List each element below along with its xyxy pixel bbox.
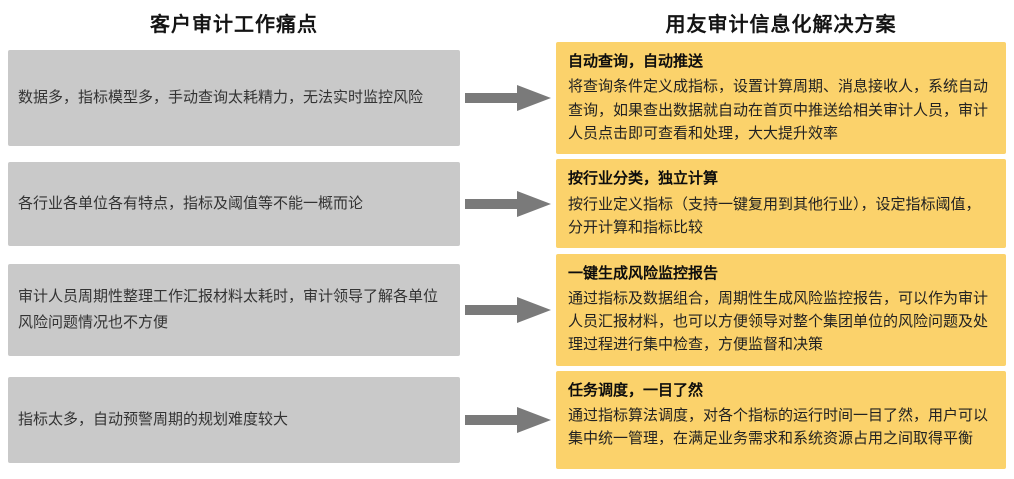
pain-point-text: 数据多，指标模型多，手动查询太耗精力，无法实时监控风险 (18, 88, 424, 107)
arrow-cell (460, 405, 556, 435)
solution-body: 通过指标算法调度，对各个指标的运行时间一目了然，用户可以集中统一管理，在满足业务… (568, 406, 989, 448)
solution-body: 将查询条件定义成指标，设置计算周期、消息接收人，系统自动查询，如果查出数据就自动… (568, 77, 989, 142)
solution-title: 按行业分类，独立计算 (568, 169, 719, 188)
right-arrow-icon (465, 296, 551, 323)
pain-point-text: 各行业各单位各有特点，指标及阈值等不能一概而论 (18, 194, 364, 213)
solution-box: 按行业分类，独立计算 按行业定义指标（支持一键复用到其他行业），设定指标阈值，分… (556, 159, 1006, 249)
arrow-cell (460, 295, 556, 325)
arrow-cell (460, 189, 556, 219)
pain-point-box: 审计人员周期性整理工作汇报材料太耗时，审计领导了解各单位风险问题情况也不方便 (8, 263, 460, 356)
solution-body: 通过指标及数据组合，周期性生成风险监控报告，可以作为审计人员汇报材料，也可以方便… (568, 288, 989, 354)
right-arrow-icon (465, 190, 551, 217)
pain-point-box: 指标太多，自动预警周期的规划难度较大 (8, 376, 460, 463)
pain-point-box: 各行业各单位各有特点，指标及阈值等不能一概而论 (8, 161, 460, 246)
solution-body: 按行业定义指标（支持一键复用到其他行业），设定指标阈值，分开计算和指标比较 (568, 194, 981, 236)
arrow-cell (460, 83, 556, 113)
right-column-title: 用友审计信息化解决方案 (665, 12, 897, 36)
pain-point-text: 审计人员周期性整理工作汇报材料太耗时，审计领导了解各单位风险问题情况也不方便 (18, 287, 439, 331)
diagram-row: 数据多，指标模型多，手动查询太耗精力，无法实时监控风险 自动查询，自动推送 将查… (8, 42, 1006, 154)
pain-point-text: 指标太多，自动预警周期的规划难度较大 (18, 410, 289, 429)
solution-title: 自动查询，自动推送 (568, 52, 704, 70)
solution-title: 一键生成风险监控报告 (568, 263, 719, 282)
right-arrow-icon (465, 85, 551, 111)
diagram-row: 审计人员周期性整理工作汇报材料太耗时，审计领导了解各单位风险问题情况也不方便 一… (8, 253, 1006, 366)
solution-title: 任务调度，一目了然 (568, 380, 704, 399)
diagram-row: 各行业各单位各有特点，指标及阈值等不能一概而论 按行业分类，独立计算 按行业定义… (8, 159, 1006, 249)
solution-box: 自动查询，自动推送 将查询条件定义成指标，设置计算周期、消息接收人，系统自动查询… (556, 42, 1006, 154)
solution-box: 一键生成风险监控报告 通过指标及数据组合，周期性生成风险监控报告，可以作为审计人… (556, 253, 1006, 366)
right-arrow-icon (465, 406, 551, 433)
diagram-row: 指标太多，自动预警周期的规划难度较大 任务调度，一目了然 通过指标算法调度，对各… (8, 370, 1006, 469)
pain-point-box: 数据多，指标模型多，手动查询太耗精力，无法实时监控风险 (8, 50, 460, 146)
solution-box: 任务调度，一目了然 通过指标算法调度，对各个指标的运行时间一目了然，用户可以集中… (556, 370, 1006, 469)
column-headers: 客户审计工作痛点 用友审计信息化解决方案 (8, 8, 1006, 42)
left-column-title: 客户审计工作痛点 (150, 12, 318, 36)
diagram-rows: 数据多，指标模型多，手动查询太耗精力，无法实时监控风险 自动查询，自动推送 将查… (8, 42, 1006, 471)
